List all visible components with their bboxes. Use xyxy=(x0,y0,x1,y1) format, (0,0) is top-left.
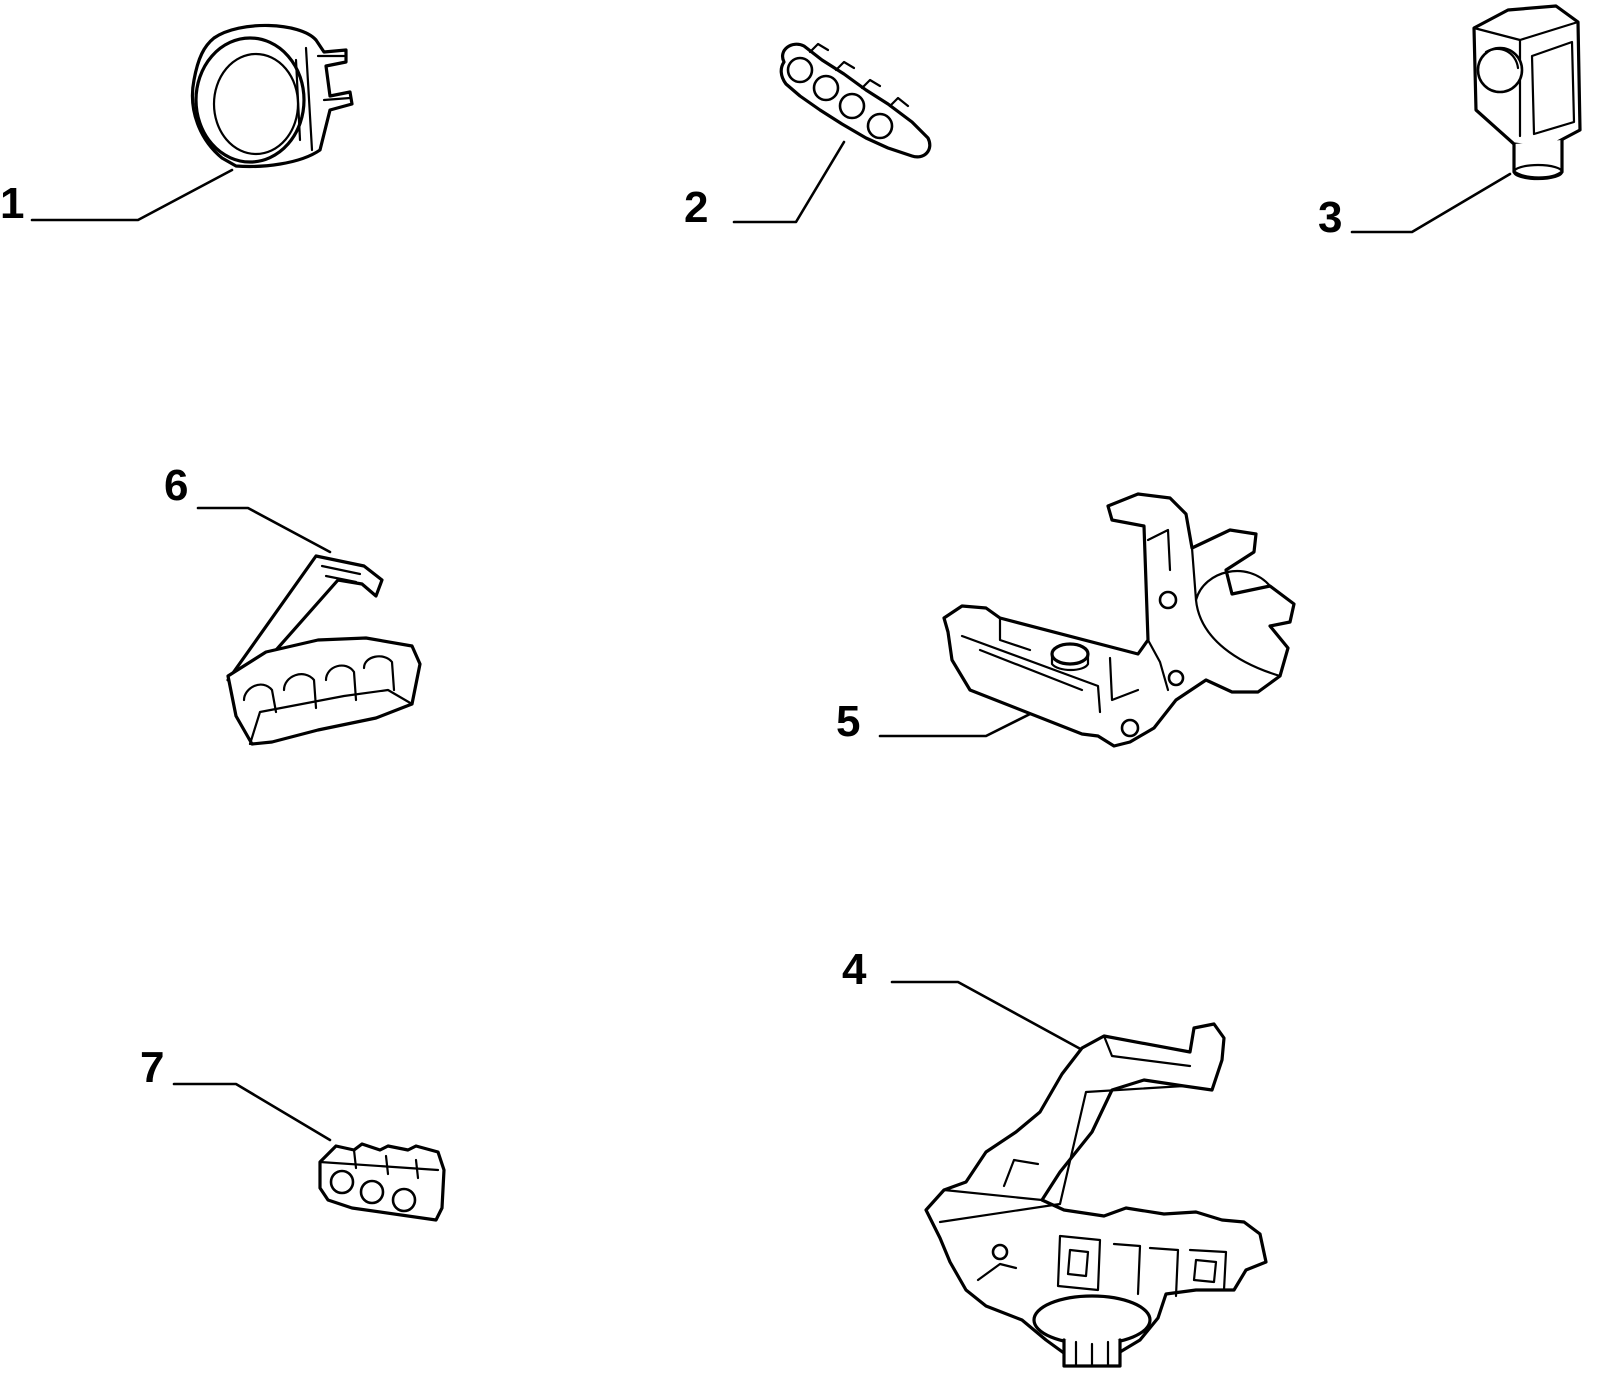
part-4[interactable]: 4 xyxy=(842,945,1268,1368)
part-1[interactable]: 1 xyxy=(0,23,354,228)
leader-line-3 xyxy=(1350,172,1512,234)
callout-number-4: 4 xyxy=(842,945,867,994)
hinged-pipe-clip-icon xyxy=(226,554,422,746)
callout-number-3: 3 xyxy=(1318,193,1342,242)
part-5[interactable]: 5 xyxy=(836,492,1296,748)
part-2[interactable]: 2 xyxy=(684,42,932,232)
leader-line-4 xyxy=(890,980,1088,1054)
pipe-bracket-clamp-icon xyxy=(942,492,1296,748)
triple-pipe-clip-icon xyxy=(318,1142,446,1222)
ring-hose-clamp-icon xyxy=(190,23,354,169)
leader-line-5 xyxy=(878,704,1048,738)
leader-line-2 xyxy=(732,140,846,224)
leader-line-6 xyxy=(196,506,332,554)
callout-number-1: 1 xyxy=(0,179,24,228)
single-pipe-clip-icon xyxy=(1472,4,1582,181)
multi-pipe-bracket-icon xyxy=(924,1022,1268,1368)
leader-line-1 xyxy=(30,168,234,222)
callout-number-5: 5 xyxy=(836,697,860,746)
callout-number-6: 6 xyxy=(164,461,188,510)
part-7[interactable]: 7 xyxy=(140,1043,446,1222)
quad-pipe-clip-icon xyxy=(779,42,932,159)
part-3[interactable]: 3 xyxy=(1318,4,1582,242)
part-6[interactable]: 6 xyxy=(164,461,422,746)
callout-number-2: 2 xyxy=(684,183,708,232)
callout-number-7: 7 xyxy=(140,1043,164,1092)
leader-line-7 xyxy=(172,1082,332,1142)
